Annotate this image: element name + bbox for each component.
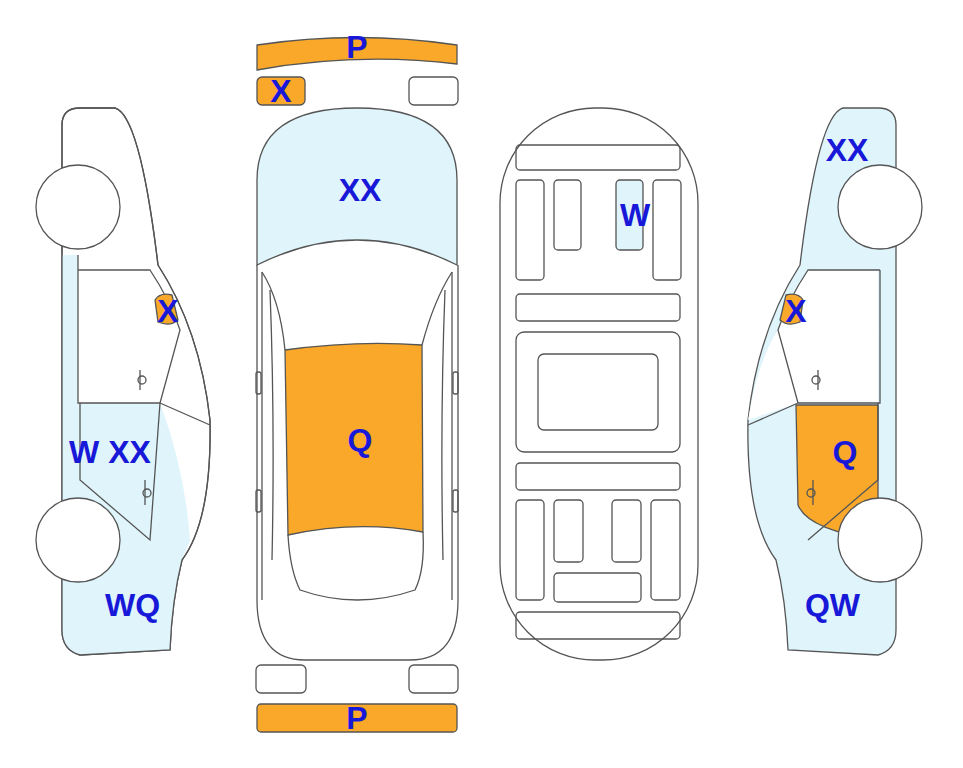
right-front-wheel bbox=[838, 165, 922, 249]
damage-area: QW bbox=[795, 585, 870, 625]
car-outline bbox=[748, 108, 922, 655]
damage-code: WQ bbox=[105, 589, 160, 621]
seat-part bbox=[516, 500, 544, 600]
damage-code: X bbox=[270, 75, 291, 107]
windshield-right bbox=[422, 272, 452, 345]
damage-area: P bbox=[257, 701, 457, 735]
damage-area: X bbox=[150, 293, 186, 329]
left-handle-knob bbox=[138, 376, 146, 384]
left-front-wheel bbox=[36, 165, 120, 249]
right-window-area bbox=[748, 270, 878, 420]
right-handle-knob bbox=[812, 376, 820, 384]
left-rear-wheel bbox=[36, 498, 120, 582]
side-line-right bbox=[442, 290, 445, 560]
damage-area: W bbox=[616, 195, 654, 235]
rear-left-light bbox=[256, 665, 306, 693]
left-handle-knob bbox=[143, 489, 151, 497]
damage-code: XX bbox=[339, 174, 382, 206]
damage-code: P bbox=[346, 31, 367, 63]
right-window bbox=[748, 270, 880, 425]
interior-outline bbox=[500, 108, 698, 660]
a-pillar-left bbox=[261, 272, 262, 600]
seat-part bbox=[554, 500, 583, 562]
rear-right-light bbox=[409, 665, 458, 693]
a-pillar-right bbox=[451, 272, 452, 600]
damage-code: QW bbox=[805, 589, 860, 621]
damage-area: X bbox=[778, 293, 814, 329]
damage-area: XX bbox=[300, 170, 420, 210]
right-handle bbox=[813, 370, 818, 505]
seat-back bbox=[516, 294, 680, 321]
damage-code: X bbox=[157, 295, 178, 327]
damage-area: P bbox=[257, 30, 457, 64]
right-handle-knob bbox=[807, 489, 815, 497]
damage-code: Q bbox=[348, 424, 373, 456]
hood bbox=[257, 108, 457, 265]
damage-code: Q bbox=[833, 436, 858, 468]
side-line-left bbox=[270, 290, 273, 560]
console-inner bbox=[538, 354, 658, 430]
damage-code: P bbox=[346, 702, 367, 734]
damage-area: Q bbox=[820, 432, 870, 472]
seat-part bbox=[554, 180, 581, 250]
damage-code: XX bbox=[826, 134, 869, 166]
damage-area: XX bbox=[815, 130, 879, 170]
left-window bbox=[78, 255, 180, 403]
seat-part bbox=[653, 180, 681, 280]
damage-area: Q bbox=[320, 420, 400, 460]
mirror bbox=[256, 372, 261, 394]
console bbox=[516, 332, 680, 452]
damage-code: W bbox=[620, 199, 650, 231]
trunk bbox=[516, 612, 680, 639]
windshield-left bbox=[262, 272, 285, 350]
damage-area: W XX bbox=[55, 432, 165, 472]
front-right-light bbox=[409, 77, 458, 105]
right-rear-wheel bbox=[838, 498, 922, 582]
seat-part bbox=[612, 500, 641, 562]
damage-code: X bbox=[785, 295, 806, 327]
rear-seat bbox=[516, 463, 680, 490]
seat-part bbox=[516, 180, 544, 280]
mirror bbox=[453, 372, 458, 394]
car-body-top bbox=[257, 265, 458, 660]
seat-part bbox=[651, 500, 680, 600]
dash bbox=[516, 145, 680, 170]
damage-area: WQ bbox=[95, 585, 170, 625]
damage-area: X bbox=[257, 74, 305, 108]
damage-code: W XX bbox=[69, 436, 151, 468]
seat-part bbox=[554, 573, 641, 602]
rear-window bbox=[288, 532, 423, 600]
handle bbox=[256, 490, 261, 512]
left-damage-area bbox=[62, 255, 190, 655]
handle bbox=[453, 490, 458, 512]
roof bbox=[285, 343, 423, 535]
